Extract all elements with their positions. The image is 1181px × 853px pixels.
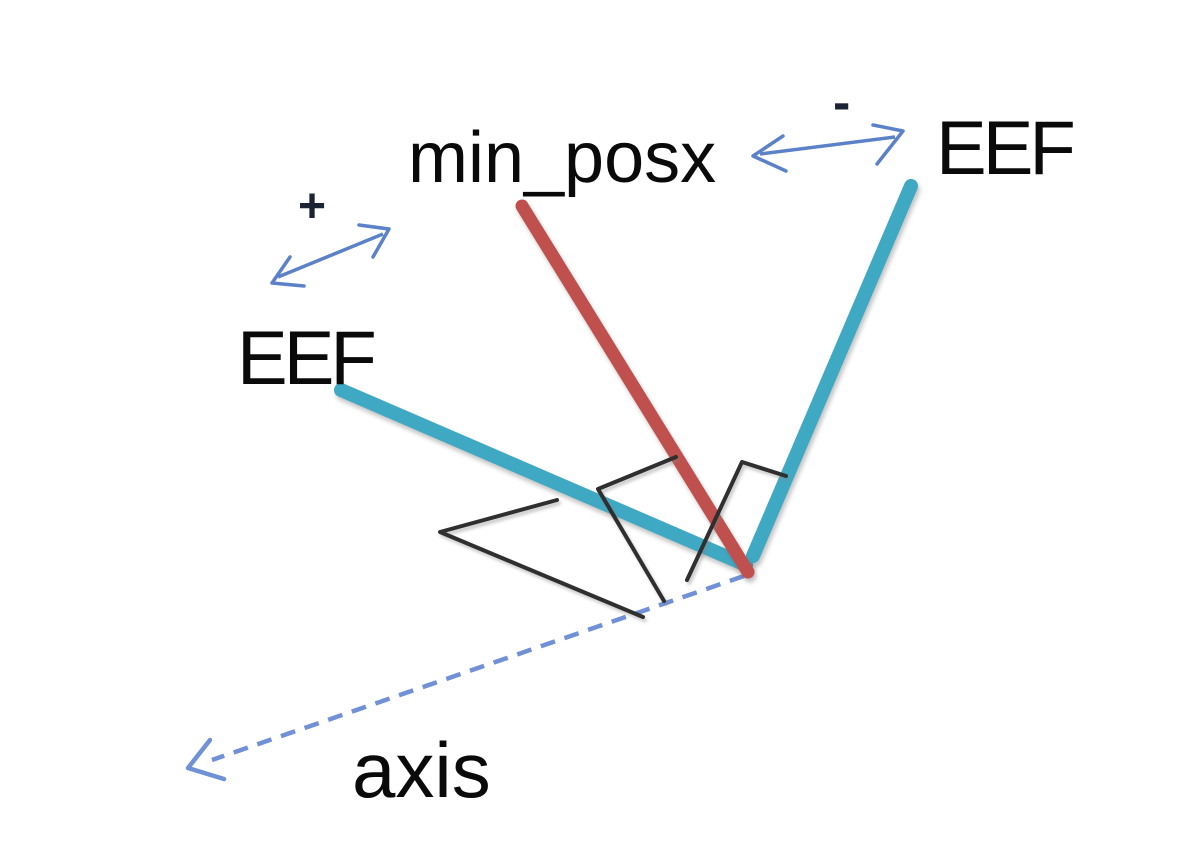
- eef-line-right: [746, 179, 918, 563]
- double-arrow-left-shaft: [277, 232, 384, 279]
- axis-dashed-line: [211, 573, 745, 763]
- angle-mark-left: [438, 498, 645, 619]
- label-axis: axis: [352, 726, 491, 814]
- label-eef-right: EEF: [936, 106, 1073, 191]
- label-eef-left: EEF: [237, 316, 374, 401]
- angle-marks-group: [438, 455, 788, 619]
- double-arrow-top-right-right-head-icon: [871, 123, 905, 166]
- double-arrow-top-right: [751, 123, 905, 173]
- double-arrow-top-right-left-head-icon: [751, 134, 788, 173]
- eef-line-left: [334, 383, 753, 572]
- axis-group: [185, 573, 745, 782]
- label-min-posx: min_posx: [408, 118, 716, 198]
- double-arrow-left-lower-head-icon: [270, 255, 306, 288]
- double-arrow-left-upper-head-icon: [357, 223, 391, 259]
- axis-arrowhead-icon: [185, 737, 227, 782]
- angle-mark-right: [685, 460, 788, 582]
- label-plus-sign: +: [298, 180, 326, 233]
- angle-mark-middle: [596, 455, 678, 603]
- double-arrow-top-right-shaft: [759, 135, 896, 156]
- label-minus-sign: -: [833, 74, 850, 132]
- min-posx-line: [515, 199, 755, 579]
- double-arrow-left: [270, 223, 391, 288]
